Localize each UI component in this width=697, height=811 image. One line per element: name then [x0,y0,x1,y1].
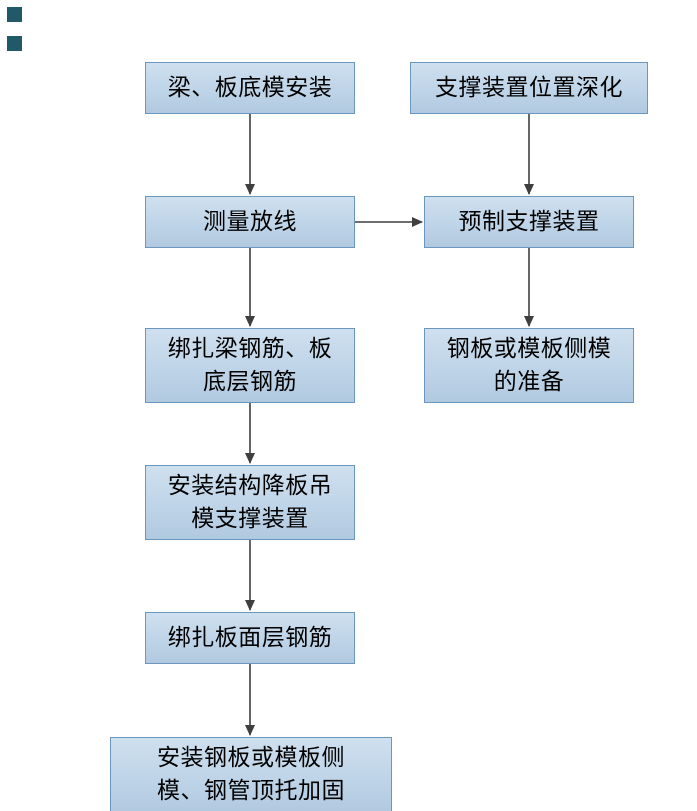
flow-node-prefab-support-device: 预制支撑装置 [424,196,634,248]
flow-node-steel-plate-side-form-prep: 钢板或模板侧模 的准备 [424,328,634,403]
corner-marker-bottom [7,36,22,51]
flow-node-install-drop-slab-hanging-form: 安装结构降板吊 模支撑装置 [145,465,355,540]
flow-node-support-position-deepening: 支撑装置位置深化 [410,62,648,114]
flow-node-tie-beam-rebar: 绑扎梁钢筋、板 底层钢筋 [145,328,355,403]
flow-node-tie-slab-top-rebar: 绑扎板面层钢筋 [145,612,355,664]
corner-marker-top [7,7,22,22]
flow-node-measure-setout: 测量放线 [145,196,355,248]
flow-node-install-side-form-pipe-brace: 安装钢板或模板侧 模、钢管顶托加固 [110,737,392,811]
flow-node-beam-slab-bottom-formwork: 梁、板底模安装 [145,62,355,114]
